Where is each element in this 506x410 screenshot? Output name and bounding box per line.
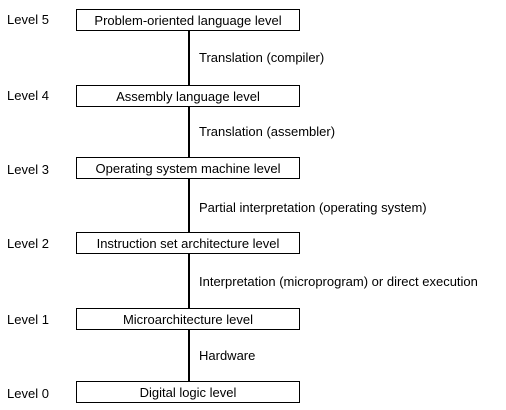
level-5-label: Level 5: [7, 12, 49, 27]
connection-label-4-3: Translation (assembler): [199, 124, 336, 139]
level-4-box: Assembly language level: [76, 85, 300, 107]
level-0-box: Digital logic level: [76, 381, 300, 403]
connector-1-0: [188, 330, 190, 381]
connector-4-3: [188, 107, 190, 157]
level-1-label: Level 1: [7, 312, 49, 327]
connector-2-1: [188, 254, 190, 308]
level-1-box: Microarchitecture level: [76, 308, 300, 330]
level-2-label: Level 2: [7, 236, 49, 251]
connection-label-2-1: Interpretation (microprogram) or direct …: [199, 274, 478, 289]
connector-5-4: [188, 31, 190, 85]
level-3-box: Operating system machine level: [76, 157, 300, 179]
connection-label-5-4: Translation (compiler): [199, 50, 325, 65]
level-4-label: Level 4: [7, 88, 49, 103]
level-2-box: Instruction set architecture level: [76, 232, 300, 254]
level-0-label: Level 0: [7, 386, 49, 401]
connection-label-1-0: Hardware: [199, 348, 256, 363]
level-3-label: Level 3: [7, 162, 49, 177]
connection-label-3-2: Partial interpretation (operating system…: [199, 200, 427, 215]
level-5-box: Problem-oriented language level: [76, 9, 300, 31]
connector-3-2: [188, 179, 190, 232]
